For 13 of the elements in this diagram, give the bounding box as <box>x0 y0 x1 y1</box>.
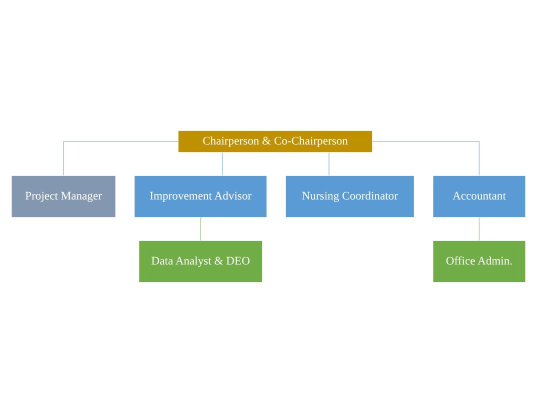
node-box: Data Analyst & DEO <box>138 240 263 282</box>
node-box: Office Admin. <box>432 240 526 282</box>
node-box: Chairperson & Co-Chairperson <box>178 130 373 152</box>
connector <box>372 140 480 176</box>
connector <box>222 152 223 176</box>
connector <box>200 216 201 240</box>
connector <box>63 140 178 176</box>
node-box: Accountant <box>432 174 526 218</box>
node-box: Project Manager <box>11 174 116 218</box>
node-box: Nursing Coordinator <box>285 174 415 218</box>
connector <box>328 152 330 176</box>
node-box: Improvement Advisor <box>134 174 268 218</box>
connector <box>478 216 480 240</box>
